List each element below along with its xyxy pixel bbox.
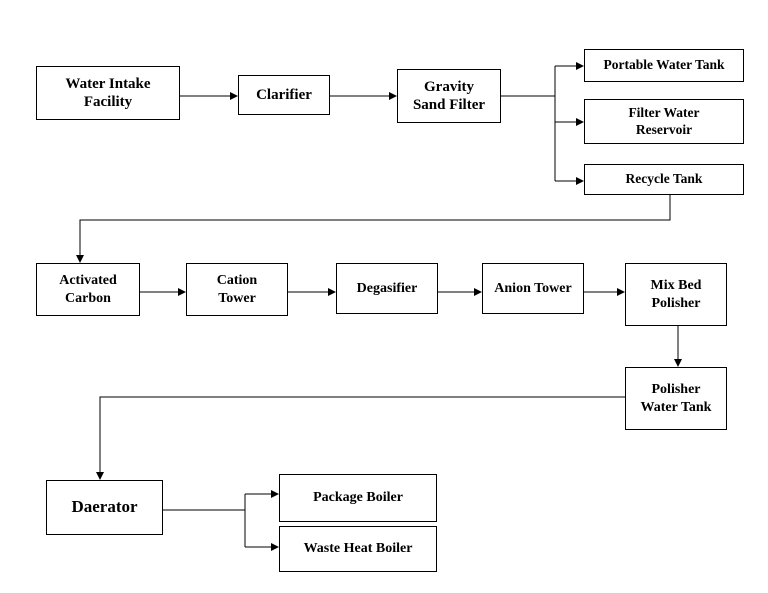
mix-bed-polisher-label: Mix Bed Polisher xyxy=(650,278,702,311)
clarifier-box: Clarifier xyxy=(238,75,330,115)
polisher-water-tank-box: Polisher Water Tank xyxy=(625,367,727,430)
daerator-label: Daerator xyxy=(71,497,138,517)
gravity-sand-filter-label: Gravity Sand Filter xyxy=(412,78,486,113)
polisher-water-tank-label: Polisher Water Tank xyxy=(640,382,712,415)
arrow-recycle-to-activated-carbon xyxy=(76,195,671,263)
water-intake-facility-label: Water Intake Facility xyxy=(65,75,151,110)
gravity-sand-filter-box: Gravity Sand Filter xyxy=(397,69,501,123)
water-intake-facility-box: Water Intake Facility xyxy=(36,66,180,120)
portable-water-tank-label: Portable Water Tank xyxy=(603,57,725,73)
daerator-box: Daerator xyxy=(46,480,163,535)
activated-carbon-box: Activated Carbon xyxy=(36,263,140,316)
package-boiler-label: Package Boiler xyxy=(313,490,403,506)
mix-bed-polisher-box: Mix Bed Polisher xyxy=(625,263,727,326)
degasifier-box: Degasifier xyxy=(336,263,438,314)
clarifier-label: Clarifier xyxy=(256,86,312,103)
portable-water-tank-box: Portable Water Tank xyxy=(584,49,744,82)
filter-water-reservoir-box: Filter Water Reservoir xyxy=(584,99,744,144)
cation-tower-box: Cation Tower xyxy=(186,263,288,316)
recycle-tank-box: Recycle Tank xyxy=(584,164,744,195)
degasifier-label: Degasifier xyxy=(356,280,418,296)
anion-tower-label: Anion Tower xyxy=(494,280,572,296)
cation-tower-label: Cation Tower xyxy=(216,273,258,306)
filter-water-reservoir-label: Filter Water Reservoir xyxy=(628,105,700,137)
recycle-tank-label: Recycle Tank xyxy=(625,171,703,187)
waste-heat-boiler-label: Waste Heat Boiler xyxy=(303,541,413,557)
anion-tower-box: Anion Tower xyxy=(482,263,584,314)
package-boiler-box: Package Boiler xyxy=(279,474,437,522)
waste-heat-boiler-box: Waste Heat Boiler xyxy=(279,526,437,572)
arrow-polisher-tank-to-daerator xyxy=(96,396,625,480)
activated-carbon-label: Activated Carbon xyxy=(59,273,117,306)
